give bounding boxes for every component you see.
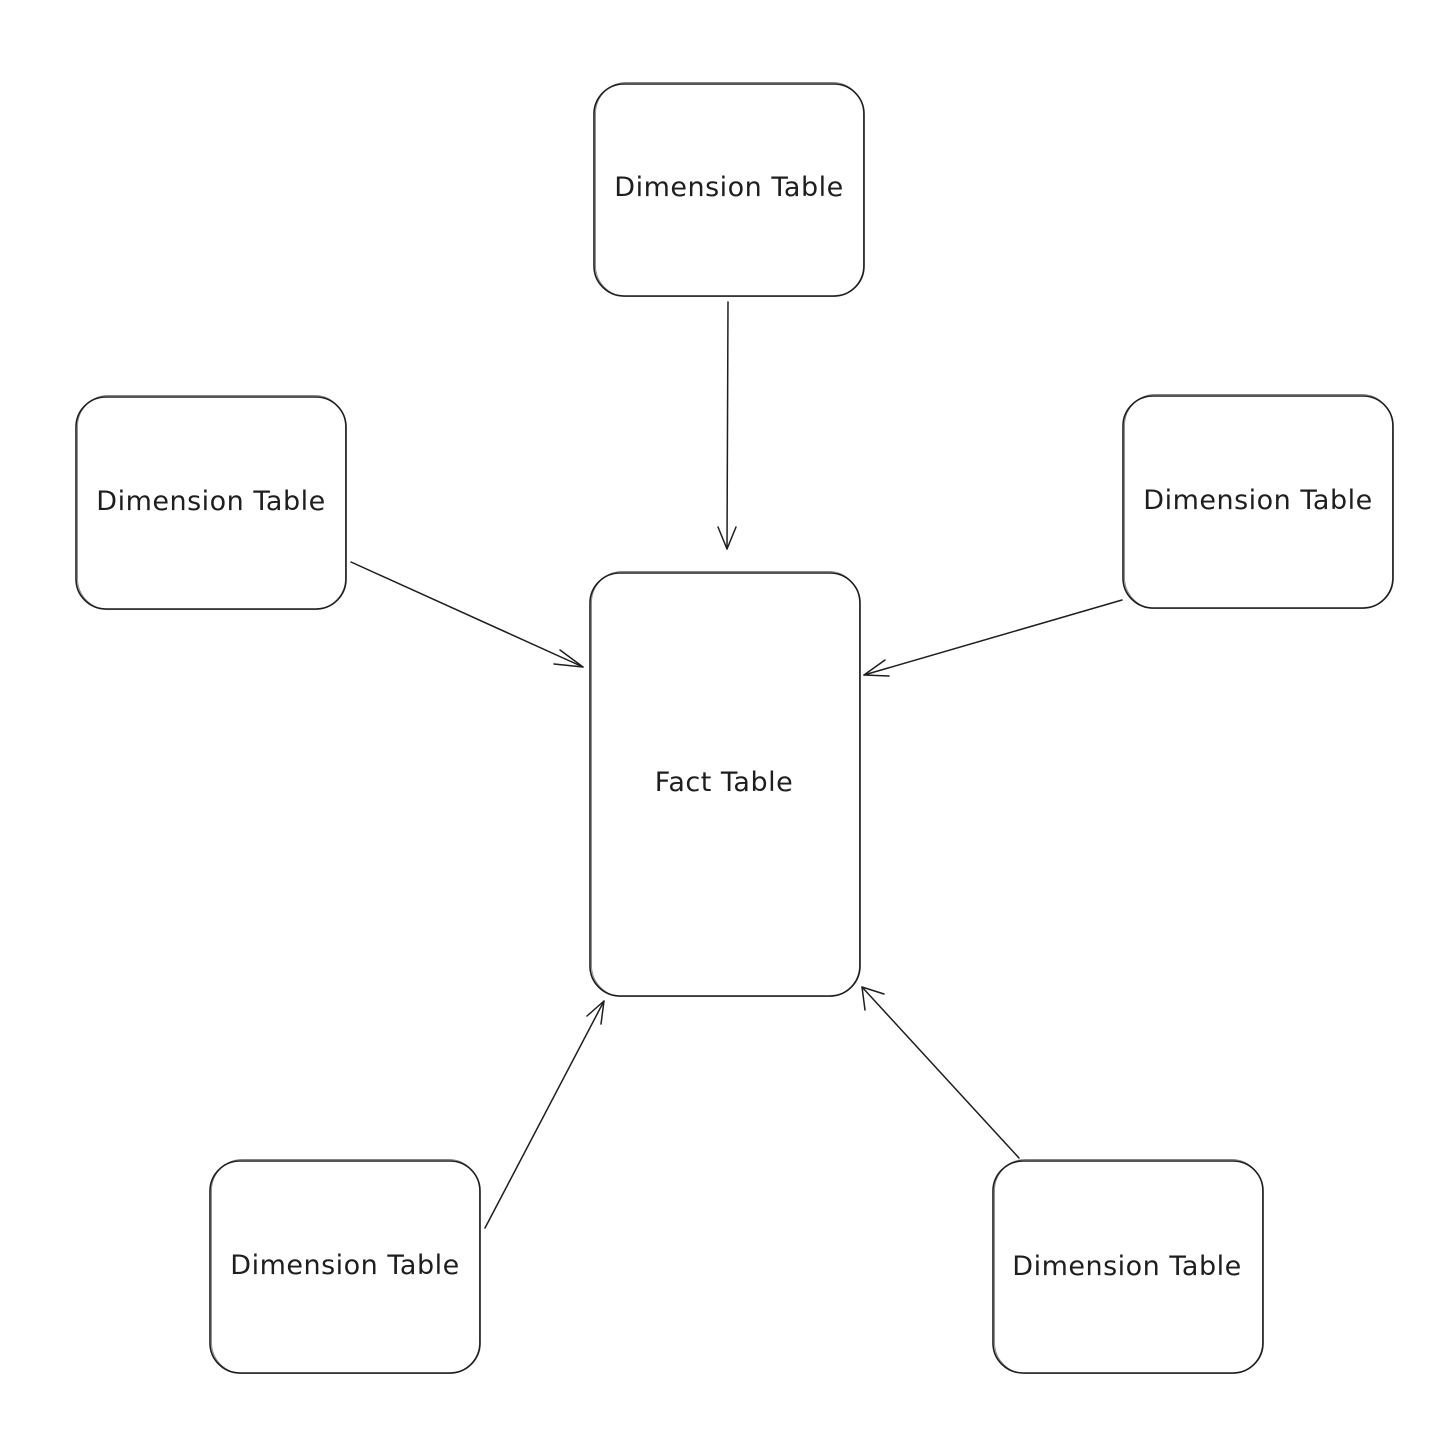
edge-dim-left-to-fact [350, 561, 584, 668]
dimension-table-label-left: Dimension Table [96, 486, 325, 517]
fact-table-node: Fact Table [589, 571, 861, 997]
dimension-table-label-bottom-right: Dimension Table [1012, 1251, 1241, 1282]
dimension-table-node-left: Dimension Table [75, 395, 347, 610]
dimension-table-node-bottom-left: Dimension Table [209, 1159, 481, 1374]
dimension-table-node-right: Dimension Table [1122, 394, 1394, 609]
edge-dim-right-to-fact [863, 599, 1123, 677]
fact-table-label: Fact Table [655, 767, 793, 798]
dimension-table-node-bottom-right: Dimension Table [992, 1159, 1264, 1374]
dimension-table-label-right: Dimension Table [1143, 485, 1372, 516]
dimension-table-label-top: Dimension Table [614, 172, 843, 203]
dimension-table-node-top: Dimension Table [593, 82, 865, 297]
edge-dim-top-to-fact [717, 301, 737, 550]
edge-dim-bottom-left-to-fact [484, 1000, 605, 1229]
dimension-table-label-bottom-left: Dimension Table [230, 1250, 459, 1281]
edge-dim-bottom-right-to-fact [861, 986, 1020, 1159]
